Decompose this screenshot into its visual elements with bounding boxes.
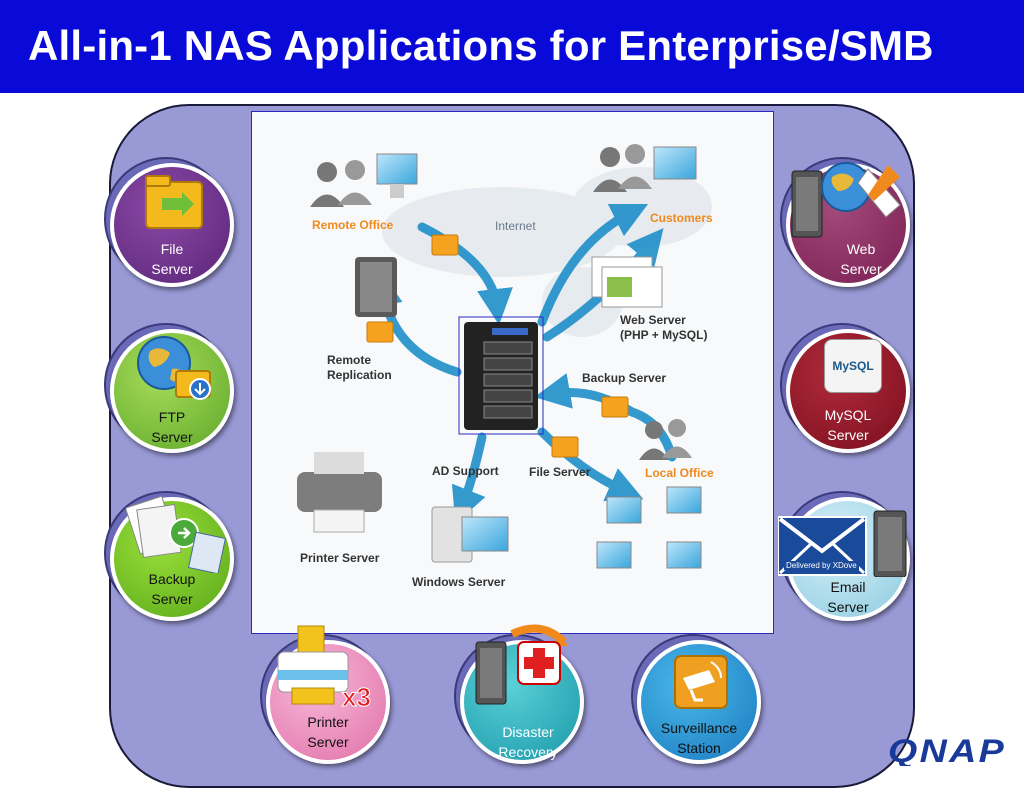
svg-text:Remote: Remote — [327, 353, 371, 367]
arrow-nas-to-local — [537, 427, 644, 502]
nas-network-diagram: Remote Office Internet Customers Web Ser… — [251, 111, 774, 634]
web-server-icon — [591, 256, 663, 308]
backup-documents-icon — [126, 495, 226, 573]
camera-icon — [674, 655, 728, 709]
web-globe-icon — [791, 162, 901, 238]
svg-text:Remote Office: Remote Office — [312, 218, 394, 232]
svg-text:Replication: Replication — [327, 368, 392, 382]
mysql-logo: MySQL — [824, 339, 882, 393]
printer-icon — [297, 452, 382, 533]
customers-icon — [593, 144, 697, 192]
local-office-icon — [596, 419, 702, 569]
svg-text:Backup Server: Backup Server — [582, 371, 666, 385]
folder-icon — [145, 175, 203, 229]
svg-text:Windows Server: Windows Server — [412, 575, 506, 589]
svg-text:QNAP: QNAP — [888, 736, 1006, 766]
svg-text:Web Server: Web Server — [620, 313, 686, 327]
mysql-text: MySQL — [832, 359, 874, 373]
qnap-logo: QNAP — [888, 736, 1006, 766]
printer-badge: x3 — [342, 682, 371, 712]
remote-nas-icon — [355, 257, 397, 317]
globe-folder-icon — [137, 336, 211, 400]
disaster-recovery-icon — [475, 624, 568, 705]
arrow-nas-to-customers — [537, 203, 649, 327]
svg-text:Printer Server: Printer Server — [300, 551, 380, 565]
slide-title: All-in-1 NAS Applications for Enterprise… — [28, 22, 934, 69]
svg-text:AD Support: AD Support — [432, 464, 499, 478]
printer-icon: x3 — [277, 625, 371, 712]
windows-server-icon — [431, 506, 509, 563]
svg-text:Internet: Internet — [495, 219, 536, 233]
svg-text:Local Office: Local Office — [645, 466, 714, 480]
central-nas-icon — [458, 316, 544, 435]
arrow-nas-to-windows — [451, 432, 487, 524]
email-stamp: Delivered by XDove — [784, 561, 859, 570]
svg-text:File Server: File Server — [529, 465, 591, 479]
folder-icons — [366, 234, 629, 458]
title-bar: All-in-1 NAS Applications for Enterprise… — [0, 0, 1024, 93]
svg-text:Customers: Customers — [650, 211, 713, 225]
remote-office-icon — [310, 153, 418, 207]
svg-text:(PHP + MySQL): (PHP + MySQL) — [620, 328, 707, 342]
